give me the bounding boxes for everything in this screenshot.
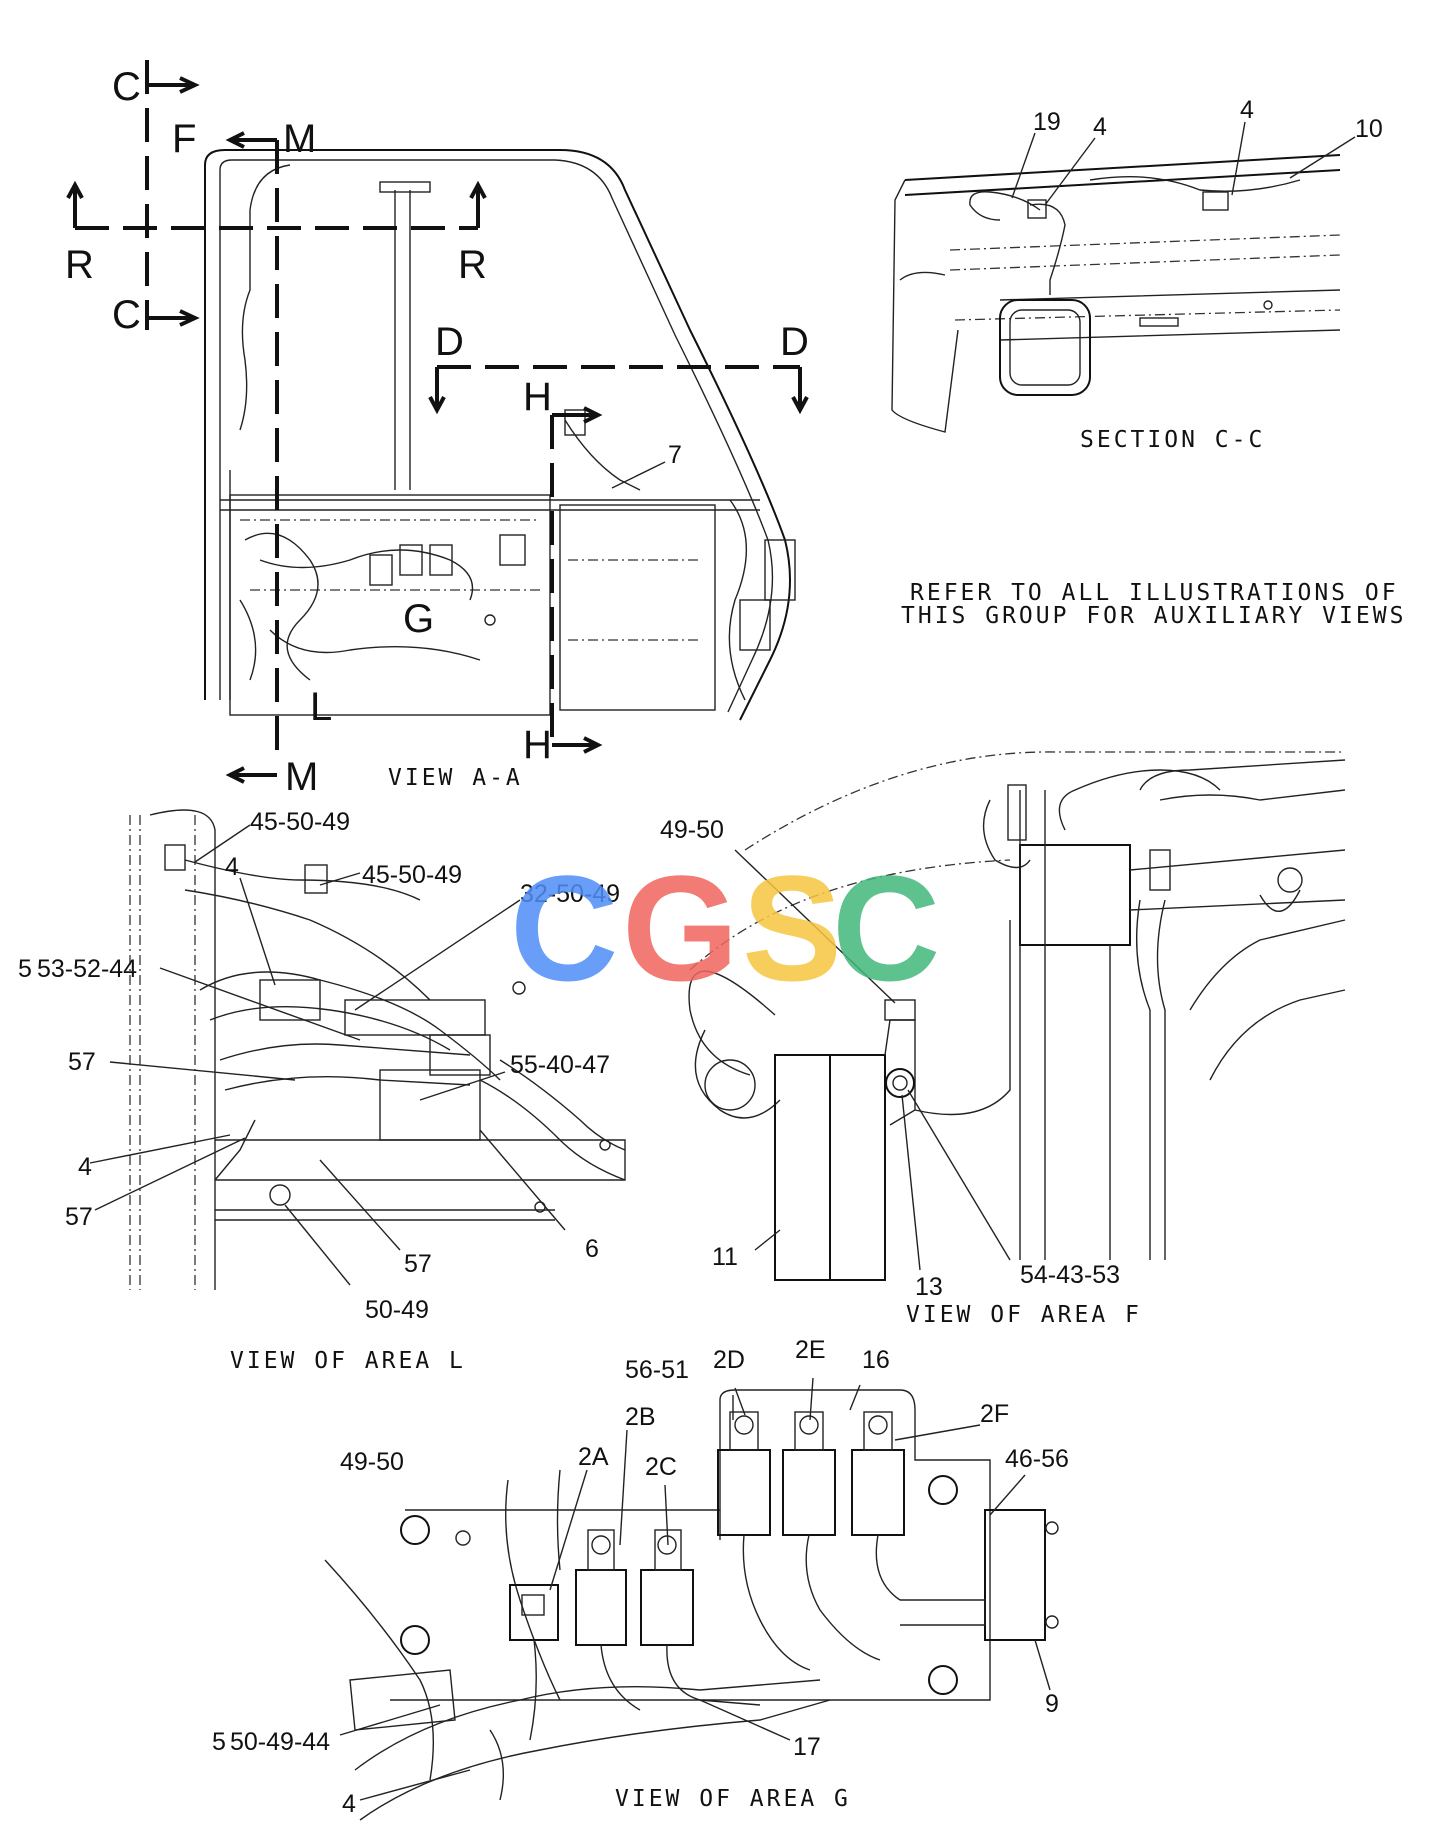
callout-57-c: 57: [404, 1250, 432, 1278]
callout-53-52-44: 53-52-44: [37, 955, 137, 983]
view-area-l: 45-50-49 4 45-50-49 32-50-49 5 53-52-44 …: [18, 808, 626, 1374]
callout-45-50-49-a: 45-50-49: [250, 808, 350, 836]
area-mark-g: G: [403, 597, 434, 641]
callout-45-50-49-b: 45-50-49: [362, 861, 462, 889]
note-line-1: REFER TO ALL ILLUSTRATIONS OF: [910, 580, 1399, 606]
callout-57-b: 57: [65, 1203, 93, 1231]
view-aa: C C F M M R R D D H H G L 7 VIEW A-A: [65, 60, 809, 799]
callout-13: 13: [915, 1273, 943, 1301]
callout-54-43-53: 54-43-53: [1020, 1261, 1120, 1289]
callout-4-g: 4: [342, 1790, 356, 1818]
callout-10: 10: [1355, 115, 1383, 143]
callout-57-a: 57: [68, 1048, 96, 1076]
relay-2f: [851, 1411, 905, 1536]
callout-7: 7: [668, 441, 682, 469]
callout-6: 6: [585, 1235, 599, 1263]
relay-2d: [717, 1411, 771, 1536]
section-mark-h-top: H: [523, 375, 552, 419]
view-area-g: 56-51 2D 2E 16 2B 2F 49-50 2A 2C 46-56 9…: [212, 1336, 1069, 1821]
callout-2f: 2F: [980, 1400, 1009, 1428]
callout-11: 11: [712, 1243, 738, 1271]
callout-9: 9: [1045, 1690, 1059, 1718]
callout-5-g: 5: [212, 1728, 226, 1756]
callout-4b: 4: [1240, 96, 1254, 124]
section-mark-c-bottom: C: [112, 293, 141, 337]
callout-4a: 4: [1093, 113, 1107, 141]
relay-2c: [640, 1529, 694, 1646]
section-mark-r-left: R: [65, 243, 94, 287]
note-line-2: THIS GROUP FOR AUXILIARY VIEWS: [901, 603, 1406, 629]
callout-2e: 2E: [795, 1336, 826, 1364]
watermark-letter-g: G: [622, 844, 739, 1012]
view-area-l-caption: VIEW OF AREA L: [230, 1348, 466, 1374]
callout-49-50-f: 49-50: [660, 816, 724, 844]
watermark-letter-c2: C: [832, 844, 940, 1012]
section-mark-d-right: D: [780, 320, 809, 364]
callout-4-l-bottom: 4: [78, 1153, 92, 1181]
view-area-g-caption: VIEW OF AREA G: [615, 1786, 851, 1812]
callout-55-40-47: 55-40-47: [510, 1051, 610, 1079]
callout-2c: 2C: [645, 1453, 677, 1481]
callout-50-49-44: 50-49-44: [230, 1728, 330, 1756]
section-mark-c-top: C: [112, 65, 141, 109]
module-9: [984, 1509, 1046, 1641]
view-aa-caption: VIEW A-A: [388, 765, 523, 791]
relay-2b: [575, 1529, 627, 1646]
callout-19: 19: [1033, 108, 1061, 136]
section-mark-d-left: D: [435, 320, 464, 364]
callout-17: 17: [793, 1733, 821, 1761]
watermark-letter-s: S: [742, 844, 842, 1012]
relay-2e: [782, 1411, 836, 1536]
view-area-f-caption: VIEW OF AREA F: [906, 1302, 1142, 1328]
area-mark-l: L: [310, 685, 332, 729]
callout-2d: 2D: [713, 1346, 745, 1374]
section-mark-m-bottom: M: [285, 755, 318, 799]
callout-32-50-49: 32-50-49: [520, 880, 620, 908]
callout-49-50-g: 49-50: [340, 1448, 404, 1476]
callout-4-l-top: 4: [225, 853, 239, 881]
cgsc-watermark-logo: C G S C: [510, 844, 940, 1012]
section-mark-h-bottom: H: [523, 723, 552, 767]
section-cc: 19 4 4 10 SECTION C-C: [891, 96, 1383, 453]
auxiliary-note: REFER TO ALL ILLUSTRATIONS OF THIS GROUP…: [901, 580, 1406, 629]
callout-16: 16: [862, 1346, 890, 1374]
section-mark-r-right: R: [458, 243, 487, 287]
callout-46-56: 46-56: [1005, 1445, 1069, 1473]
section-cc-caption: SECTION C-C: [1080, 427, 1265, 453]
watermark-letter-c1: C: [510, 844, 618, 1012]
view-area-f: 49-50 11 13 54-43-53 VIEW OF AREA F: [660, 751, 1346, 1328]
area-mark-f: F: [172, 117, 196, 161]
callout-56-51: 56-51: [625, 1356, 689, 1384]
callout-2b: 2B: [625, 1403, 656, 1431]
section-mark-m-top: M: [283, 117, 316, 161]
callout-50-49: 50-49: [365, 1296, 429, 1324]
callout-2a: 2A: [578, 1443, 609, 1471]
callout-5-l: 5: [18, 955, 32, 983]
